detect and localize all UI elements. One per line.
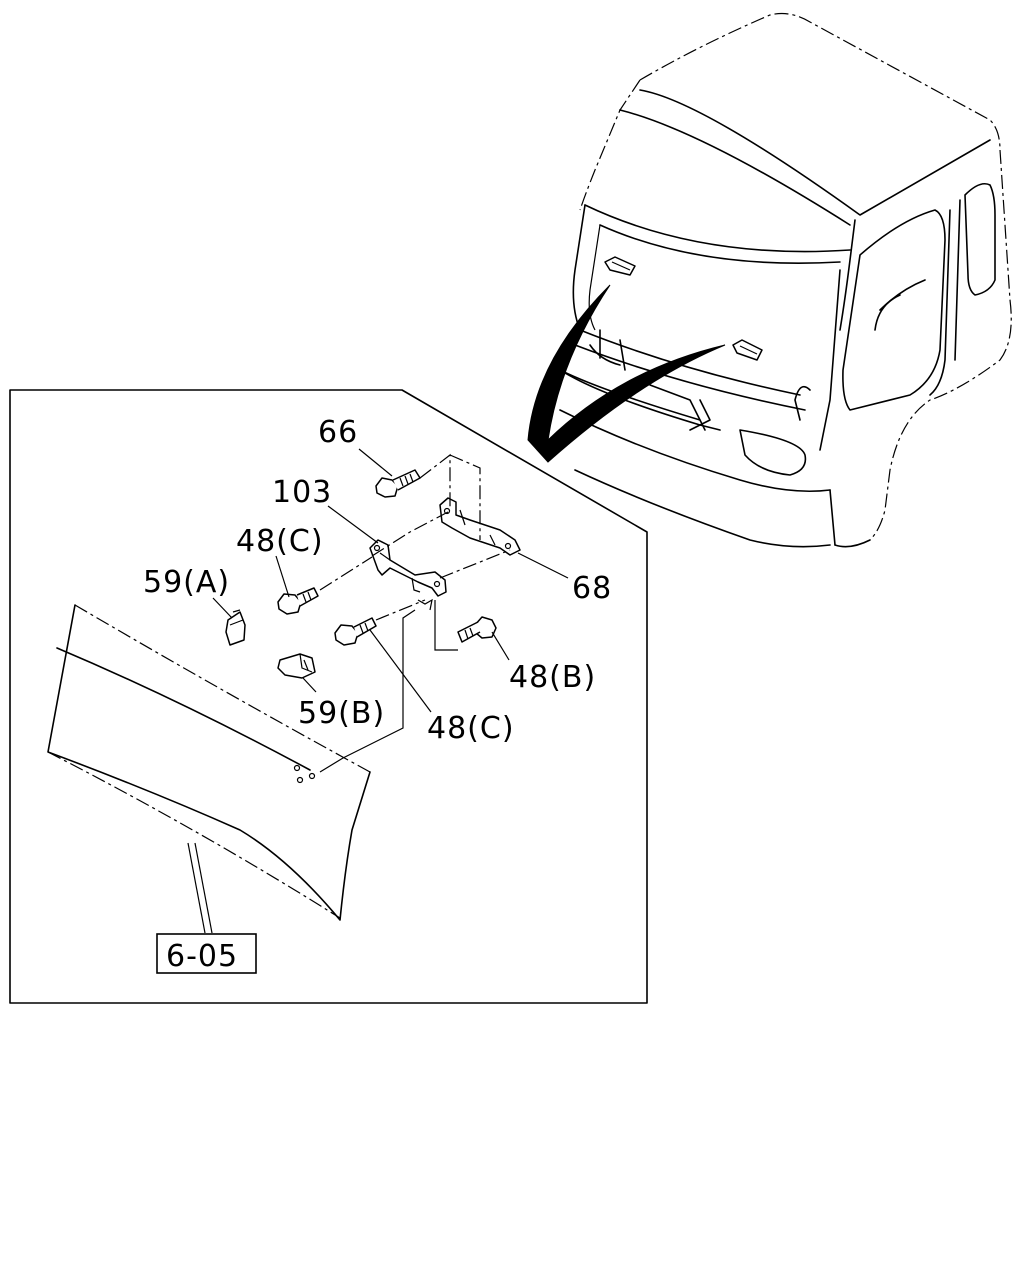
clip-59a xyxy=(225,609,246,646)
callout-59b: 59(B) xyxy=(298,696,385,731)
clip-59b xyxy=(277,653,316,679)
callout-48c-upper: 48(C) xyxy=(236,524,324,559)
bolt-48b xyxy=(457,616,497,643)
bolt-66 xyxy=(375,469,421,498)
assembly-lines xyxy=(319,453,511,773)
reference-label: 6-05 xyxy=(166,939,238,974)
bolt-48c-upper xyxy=(277,587,319,615)
bracket-103 xyxy=(369,539,447,611)
callout-66: 66 xyxy=(318,415,358,450)
callout-59a: 59(A) xyxy=(143,565,230,600)
reference-box xyxy=(156,933,257,974)
bolt-48c-lower xyxy=(334,617,377,646)
detail-frame xyxy=(9,389,648,1004)
callout-48c-lower: 48(C) xyxy=(427,711,515,746)
bracket-68 xyxy=(439,497,521,556)
truck-cab-illustration xyxy=(527,12,1012,548)
callout-48b: 48(B) xyxy=(509,660,596,695)
leader-lines xyxy=(187,448,569,934)
callout-68: 68 xyxy=(572,571,612,606)
callout-103: 103 xyxy=(272,475,332,510)
air-deflector-panel xyxy=(47,604,371,921)
